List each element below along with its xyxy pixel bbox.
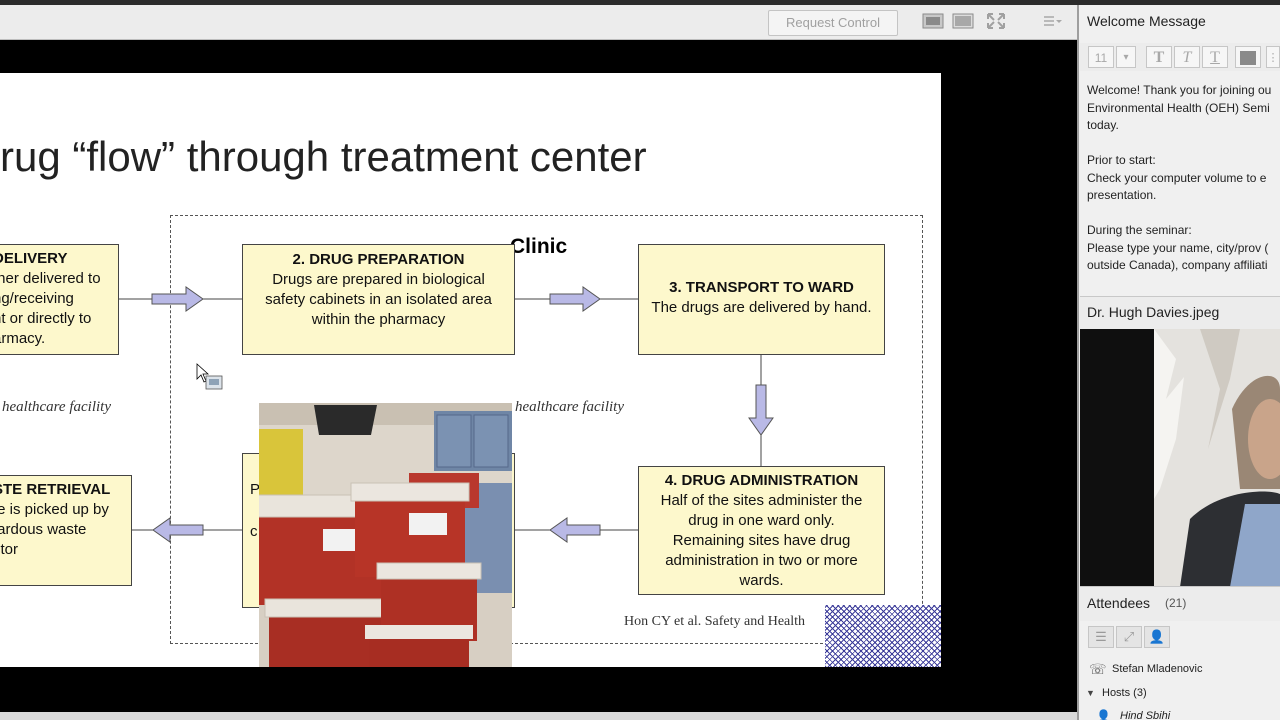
fullscreen-icon[interactable]: ⤢ [1116,626,1142,648]
waste-retrieval-box: STE RETRIEVAL te is picked up by tardous… [0,475,132,586]
attendee-row[interactable]: 👤 Hind Sbihi [1080,704,1280,720]
chevron-down-icon[interactable]: ▾ [1116,46,1136,68]
administration-line: Remaining sites have drug [672,532,851,549]
delivery-line: armacy. [0,330,46,347]
color-swatch-icon[interactable] [1235,46,1261,68]
drug-preparation-line: within the pharmacy [311,311,446,328]
citation-text: Hon CY et al. Safety and Health [624,614,806,629]
italic-icon[interactable]: T [1174,46,1200,68]
presentation-slide: rug “flow” through treatment center Clin… [0,73,941,667]
waste-retrieval-heading: STE RETRIEVAL [0,481,111,498]
layout-single-icon[interactable] [920,12,946,32]
drug-preparation-line: safety cabinets in an isolated area [265,291,492,308]
attendee-row[interactable]: ☏ Stefan Mladenovic [1080,657,1280,681]
attendees-panel-header [1080,586,1280,621]
collapse-triangle-icon: ▼ [1086,688,1095,698]
attendees-title: Attendees [1087,595,1151,611]
administration-line: wards. [739,572,784,589]
welcome-message-text: Welcome! Thank you for joining ou Enviro… [1087,83,1272,272]
clinic-label: Clinic [510,235,568,258]
transport-line: The drugs are delivered by hand. [651,299,872,316]
arrow-right-1 [151,286,204,312]
transport-to-ward-box: 3. TRANSPORT TO WARD The drugs are deliv… [638,244,885,355]
attendees-count: (21) [1165,596,1187,610]
share-pod-toolbar [0,5,1077,40]
delivery-line: ng/receiving [0,290,74,307]
user-status-icon[interactable]: 👤 [1144,626,1170,648]
list-view-icon[interactable]: ☰ [1088,626,1114,648]
drug-preparation-line: Drugs are prepared in biological [272,271,485,288]
menu-icon[interactable] [1040,12,1064,32]
delivery-line: nt or directly to [0,310,92,327]
sharps-containers-photo [259,403,512,667]
underline-icon[interactable]: T [1202,46,1228,68]
image-panel-title: Dr. Hugh Davies.jpeg [1087,304,1220,320]
administration-heading: 4. DRUG ADMINISTRATION [664,472,859,489]
layout-split-icon[interactable] [950,12,976,32]
fullscreen-icon[interactable] [985,12,1007,32]
delivery-heading: DELIVERY [0,250,68,267]
waste-retrieval-line: te is picked up by [0,501,109,518]
font-size-select[interactable]: 11 [1088,46,1114,68]
waste-handling-line: P [250,481,261,498]
waste-retrieval-line: ctor [0,541,19,558]
hatched-placeholder [824,605,941,667]
outside-facility-label-right: healthcare facility [515,399,624,415]
attendee-name: Hind Sbihi [1120,710,1171,720]
outside-facility-label-left: healthcare facility [2,399,111,415]
speaker-photo [1080,329,1280,587]
flow-arrows [119,286,774,543]
mouse-cursor-icon [196,363,223,390]
clinic-dashed-boundary [170,215,923,644]
transport-heading: 3. TRANSPORT TO WARD [669,279,854,296]
request-control-button[interactable]: Request Control [768,10,898,36]
phone-icon: ☏ [1089,661,1107,677]
drug-administration-box: 4. DRUG ADMINISTRATION Half of the sites… [638,466,885,595]
attendee-name: Stefan Mladenovic [1112,663,1203,675]
window-top-strip [0,0,1280,5]
waste-retrieval-line: tardous waste [0,521,87,538]
arrow-left-1 [549,517,601,543]
slide-title: rug “flow” through treatment center [0,133,647,180]
administration-line: Half of the sites administer the [660,492,863,509]
stage-bottom-bar [0,712,1077,720]
administration-line: administration in two or more [665,552,858,569]
user-icon: 👤 [1096,709,1111,720]
waste-handling-line: c [250,523,258,540]
administration-line: drug in one ward only. [688,512,835,529]
welcome-panel-title: Welcome Message [1087,13,1206,29]
delivery-box: DELIVERY ther delivered to ng/receiving … [0,244,119,355]
hosts-group-label: Hosts (3) [1102,687,1147,699]
bold-icon[interactable]: T [1146,46,1172,68]
arrow-left-2 [152,517,204,543]
arrow-right-2 [549,286,601,312]
hosts-group-row[interactable]: ▼ Hosts (3) [1080,681,1280,705]
more-options-icon[interactable]: ⋮ [1266,46,1280,68]
arrow-down [748,384,774,436]
drug-preparation-box: 2. DRUG PREPARATION Drugs are prepared i… [242,244,515,355]
drug-preparation-heading: 2. DRUG PREPARATION [292,251,465,268]
delivery-line: ther delivered to [0,270,101,287]
